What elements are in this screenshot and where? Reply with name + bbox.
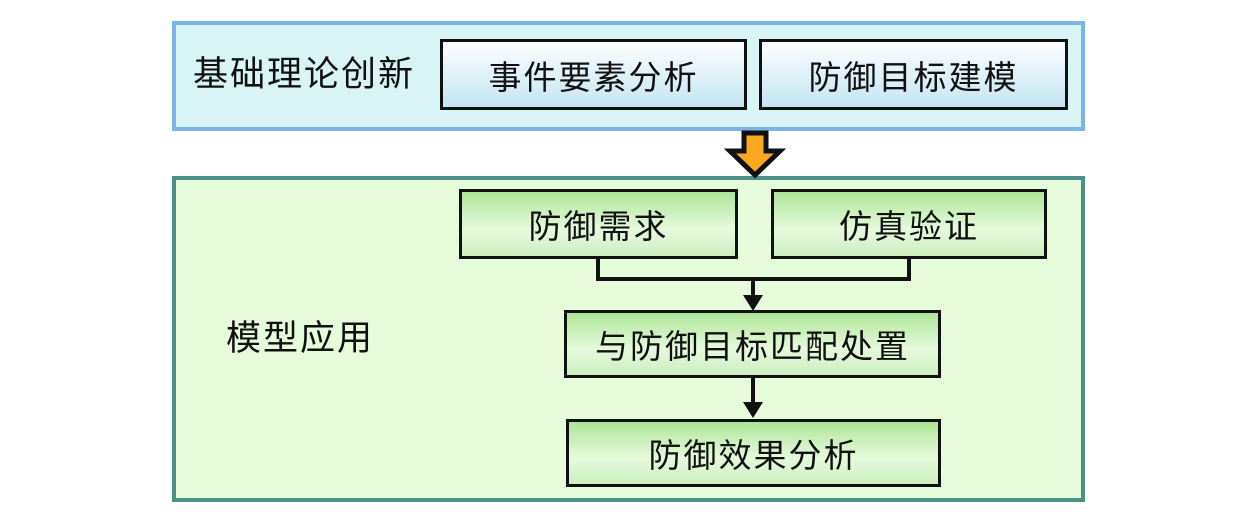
node-defense-target-modeling: 防御目标建模 (759, 39, 1068, 110)
node-simulation-verification: 仿真验证 (771, 189, 1047, 259)
down-block-arrow-icon (723, 130, 787, 179)
section-label-model-application: 模型应用 (226, 319, 375, 358)
node-event-element-analysis: 事件要素分析 (440, 39, 747, 110)
node-defense-effect-analysis: 防御效果分析 (566, 419, 941, 487)
node-defense-requirements: 防御需求 (459, 189, 738, 259)
section-label-basic-theory-innovation: 基础理论创新 (193, 55, 416, 94)
node-match-disposal-with-defense-target: 与防御目标匹配处置 (564, 310, 941, 378)
